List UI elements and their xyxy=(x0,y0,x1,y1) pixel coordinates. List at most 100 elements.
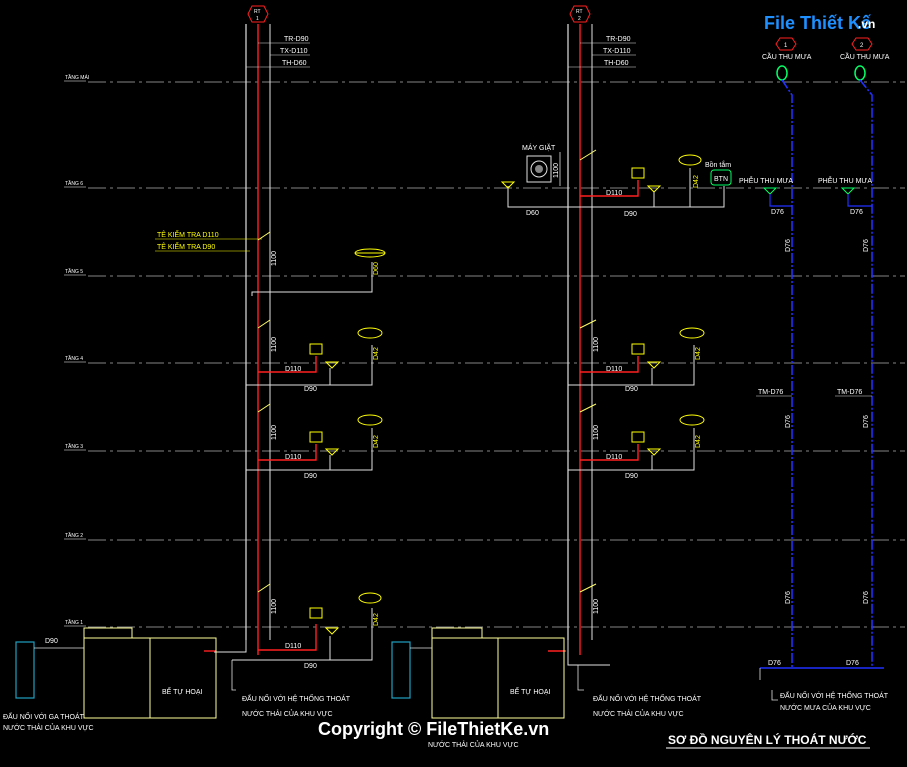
rain-funnel-2-label: PHỄU THU MƯA xyxy=(818,176,872,185)
size-d42: D42 xyxy=(373,347,380,360)
floor-label: TẦNG 2 xyxy=(65,532,83,539)
connect-rain-line-1: ĐẤU NỐI VỚI HỆ THỐNG THOÁT xyxy=(780,690,889,700)
size-d110: D110 xyxy=(606,454,622,461)
bathtub-code: BTN xyxy=(714,176,728,183)
size-d60: D60 xyxy=(373,262,380,275)
floor-level-lines xyxy=(88,81,905,628)
pipe-label-tx: TX-D110 xyxy=(280,48,308,55)
riser-2-group: RT 2 TR-D90 TX-D110 TH-D60 1100 1100 110… xyxy=(391,5,732,749)
roof-drain-1-id: 1 xyxy=(784,43,788,49)
sewer-pit-2 xyxy=(391,641,411,699)
rain-inspection-tee-2: TM-D76 xyxy=(837,389,862,396)
size-d90: D90 xyxy=(45,638,58,645)
size-d42: D42 xyxy=(695,435,702,448)
floor-drain-icon xyxy=(324,361,340,369)
rain-stack-1 xyxy=(781,79,793,668)
height-1100: 1100 xyxy=(271,337,278,352)
size-d76: D76 xyxy=(785,415,792,428)
logo-text-main: File Thiết Kế xyxy=(764,13,872,33)
size-d90: D90 xyxy=(625,473,638,480)
riser-2-tag xyxy=(569,5,591,23)
size-d76: D76 xyxy=(771,209,784,216)
size-d76: D76 xyxy=(846,660,859,667)
riser-1-group: RT 1 TR-D90 TX-D110 TH-D60 TÊ KIỂM TRA D… xyxy=(3,5,386,732)
size-d90: D90 xyxy=(625,386,638,393)
floor-drain-icon xyxy=(646,185,662,193)
roof-drain-icon xyxy=(854,65,866,81)
height-1100: 1100 xyxy=(593,337,600,352)
height-1100: 1100 xyxy=(593,599,600,614)
pipe-label-tr: TR-D90 xyxy=(606,36,631,43)
riser-2-tag-bottom: 2 xyxy=(578,16,581,22)
toilet-icon xyxy=(309,431,323,443)
size-d110: D110 xyxy=(606,190,622,197)
septic-tank-1 xyxy=(83,627,217,719)
floor-4-branch-riser-2: D110 D90 D42 xyxy=(568,327,705,393)
size-d110: D110 xyxy=(285,643,301,650)
size-d76: D76 xyxy=(863,591,870,604)
roof-drain-icon xyxy=(776,65,788,81)
toilet-icon xyxy=(309,343,323,355)
brand-logo: File Thiết Kế .vn xyxy=(764,13,904,37)
bathtub-icon xyxy=(710,169,732,186)
copyright-watermark: Copyright © FileThietKe.vn xyxy=(318,719,549,739)
floor-3-branch-riser-2: D110 D90 D42 xyxy=(568,414,705,480)
floor-drain-icon xyxy=(646,448,662,456)
floor-labels: TẦNG MÁI TẦNG 6 TẦNG 5 TẦNG 4 TẦNG 3 TẦN… xyxy=(64,74,89,627)
size-d110: D110 xyxy=(285,454,301,461)
pipe-label-th: TH-D60 xyxy=(604,60,629,67)
inspection-tee-d90-label: TÊ KIỂM TRA D90 xyxy=(157,242,215,251)
height-1100: 1100 xyxy=(593,425,600,440)
septic-tank-2-label: BỂ TỰ HOẠI xyxy=(510,687,551,696)
size-d42: D42 xyxy=(695,347,702,360)
sewer-pit-1 xyxy=(15,641,35,699)
washbasin-icon xyxy=(357,414,383,426)
size-d60: D60 xyxy=(526,210,539,217)
floor-label: TẦNG 4 xyxy=(65,355,83,362)
roof-drain-2-id: 2 xyxy=(860,43,864,49)
floor-label: TẦNG MÁI xyxy=(65,74,89,81)
connect-sewer-line-2: NƯỚC THẢI CỦA KHU VỰC xyxy=(242,709,333,718)
size-d90: D90 xyxy=(304,386,317,393)
floor-drain-icon xyxy=(500,181,516,189)
connect-rain-line-2: NƯỚC MƯA CỦA KHU VỰC xyxy=(780,703,871,712)
washbasin-icon xyxy=(678,154,702,166)
height-1100: 1100 xyxy=(271,425,278,440)
floor-1-branch-riser-1: D110 D90 D42 xyxy=(232,592,382,670)
size-d110: D110 xyxy=(606,366,622,373)
rain-drainage-group: 1 2 CẦU THU MƯA CẦU THU MƯA PHỄU THU MƯA… xyxy=(739,37,890,712)
floor-4-branch-riser-1: D110 D90 D42 xyxy=(246,327,383,393)
height-1100: 1100 xyxy=(271,251,278,266)
connect-pit-line-2: NƯỚC THẢI CỦA KHU VỰC xyxy=(3,723,94,732)
size-d90: D90 xyxy=(304,473,317,480)
riser-1-tag xyxy=(247,5,269,23)
drawing-title: SƠ ĐỒ NGUYÊN LÝ THOÁT NƯỚC xyxy=(668,732,867,747)
rain-funnel-icon xyxy=(840,187,856,195)
size-d42: D42 xyxy=(693,175,700,188)
size-d76: D76 xyxy=(768,660,781,667)
bathtub-label: Bồn tắm xyxy=(705,160,731,169)
floor-6-branch-riser-2: MÁY GIẶT 1100 D60 D110 D90 D42 BTN Bồn t… xyxy=(500,143,732,218)
riser-1-tag-top: RT xyxy=(254,9,261,15)
floor-3-branch-riser-1: D110 D90 D42 xyxy=(246,414,383,480)
size-d90: D90 xyxy=(624,211,637,218)
washbasin-icon xyxy=(357,327,383,339)
washbasin-icon xyxy=(358,592,382,604)
toilet-icon xyxy=(309,607,323,619)
floor-drain-icon xyxy=(324,627,340,635)
toilet-icon xyxy=(631,167,645,179)
rain-funnel-1-label: PHỄU THU MƯA xyxy=(739,176,793,185)
roof-drain-1-label: CẦU THU MƯA xyxy=(762,51,812,61)
floor-label: TẦNG 1 xyxy=(65,619,83,626)
height-1100: 1100 xyxy=(553,163,560,178)
washing-machine-icon xyxy=(526,155,552,183)
size-d42: D42 xyxy=(373,435,380,448)
washbasin-icon xyxy=(679,414,705,426)
connect-sewer-line-2: NƯỚC THẢI CỦA KHU VỰC xyxy=(593,709,684,718)
connect-pit-line-1: ĐẤU NỐI VỚI GA THOÁT xyxy=(3,711,85,721)
size-d76: D76 xyxy=(863,239,870,252)
toilet-icon xyxy=(631,343,645,355)
rain-stack-2 xyxy=(859,79,873,668)
floor-label: TẦNG 3 xyxy=(65,443,83,450)
